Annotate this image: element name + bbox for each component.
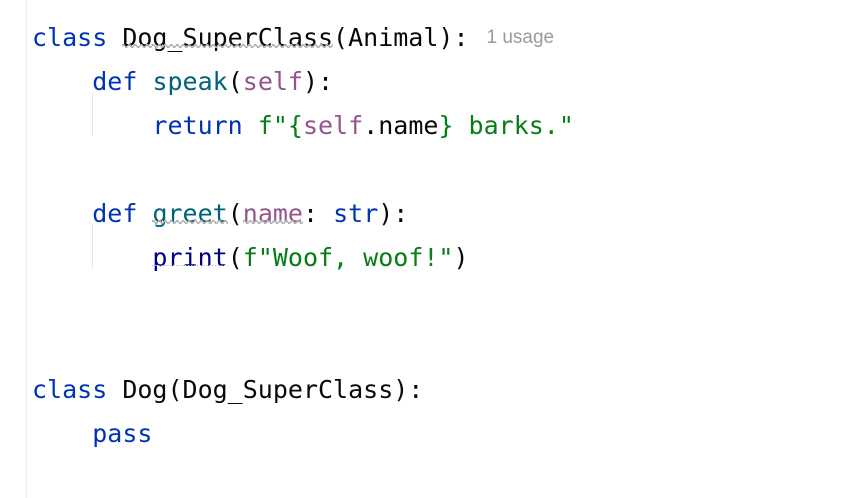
- token-plain: (: [227, 243, 243, 272]
- token-plain: (: [227, 199, 243, 228]
- code-line-3[interactable]: return f"{self.name} barks.": [32, 104, 574, 148]
- code-line-9[interactable]: class Dog(Dog_SuperClass):: [32, 368, 423, 412]
- gutter-separator-line: [26, 0, 27, 498]
- token-keyword: class: [32, 375, 108, 404]
- token-plain: [243, 111, 258, 140]
- token-self-parameter: self: [302, 111, 364, 140]
- token-plain: Dog_SuperClass: [122, 23, 334, 52]
- token-plain: ):: [302, 67, 334, 96]
- token-plain: [137, 199, 152, 228]
- code-content-area[interactable]: class Dog_SuperClass(Animal): def speak(…: [32, 0, 856, 498]
- token-plain: [107, 23, 122, 52]
- token-plain: ):: [378, 199, 409, 228]
- token-string: } barks.": [438, 111, 574, 140]
- code-line-1[interactable]: class Dog_SuperClass(Animal):: [32, 16, 469, 60]
- token-plain: Dog(Dog_SuperClass):: [122, 375, 424, 404]
- token-keyword: str: [333, 199, 379, 228]
- code-line-10[interactable]: pass: [32, 412, 152, 456]
- token-plain: [32, 67, 92, 96]
- inlay-hint-usage-count[interactable]: 1 usage: [486, 27, 555, 48]
- token-plain: .name: [363, 111, 439, 140]
- code-line-5[interactable]: def greet(name: str):: [32, 192, 408, 236]
- indent-guide-line-6: [92, 224, 94, 268]
- token-plain: (: [227, 67, 243, 96]
- token-string: f"{: [257, 111, 303, 140]
- token-plain: ): [453, 243, 469, 272]
- token-string: f"Woof, woof!": [242, 243, 454, 272]
- token-plain: (Animal):: [333, 23, 469, 52]
- token-keyword: def: [92, 199, 138, 228]
- token-plain: [32, 199, 92, 228]
- token-keyword: class: [32, 23, 108, 52]
- token-keyword: pass: [92, 419, 153, 448]
- token-plain: :: [302, 199, 334, 228]
- token-plain: [137, 67, 152, 96]
- token-builtin-function: print: [152, 243, 228, 272]
- token-function-name: speak: [152, 67, 228, 96]
- code-line-2[interactable]: def speak(self):: [32, 60, 333, 104]
- token-plain: [32, 419, 92, 448]
- token-plain: [107, 375, 122, 404]
- token-keyword: return: [152, 111, 243, 140]
- indent-guide-line-3: [92, 92, 94, 136]
- token-function-name: greet: [152, 199, 228, 228]
- token-keyword: def: [92, 67, 138, 96]
- token-self-parameter: name: [242, 199, 303, 228]
- token-self-parameter: self: [242, 67, 303, 96]
- code-line-6[interactable]: print(f"Woof, woof!"): [32, 236, 469, 280]
